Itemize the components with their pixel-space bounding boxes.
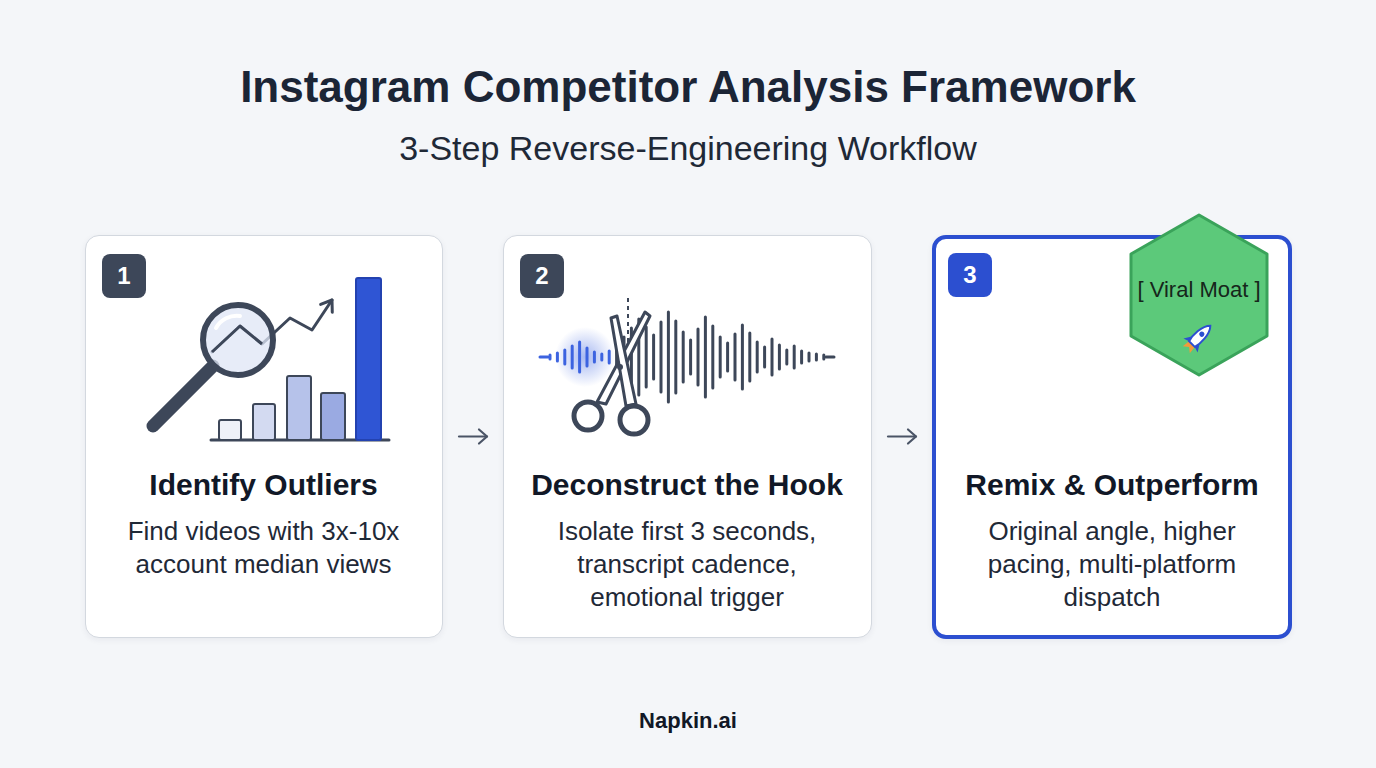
waveform-tail [826,356,834,359]
waveform-bar [645,327,648,387]
waveform-bar [741,325,744,389]
scissor-pivot [617,364,623,370]
cut-line [627,298,629,345]
watermark: Napkin.ai [0,708,1376,734]
step-title: Remix & Outperform [936,465,1288,505]
rocket-flame [1183,341,1196,354]
step-title: Identify Outliers [86,465,441,505]
waveform-bar [593,352,596,362]
step-description: Find videos with 3x-10x account median v… [99,515,429,581]
step-description: Original angle, higher pacing, multi-pla… [947,515,1277,614]
rocket-body [1188,322,1214,348]
scissors-icon [574,298,650,434]
magnifier-icon [153,305,273,426]
magnifier-handle [153,366,213,426]
magnifier-lens [203,305,273,375]
step-badge: 2 [520,254,564,298]
waveform-bar [586,348,589,366]
waveform-bar [652,335,655,379]
rocket-window [1198,330,1205,337]
trend-line [212,326,262,352]
waveform-bar [623,337,626,377]
waveform-bar [637,319,640,395]
waveform-bar [563,350,566,364]
waveform-bar [778,345,781,369]
chart-bar [287,376,311,440]
step-description: Isolate first 3 seconds, transcript cade… [522,515,852,614]
waveform-bar [800,351,803,363]
waveform-bar [756,342,759,372]
waveform-icon [540,312,834,402]
waveform-bar [711,326,714,388]
waveform-bar [771,339,774,375]
chart-bar [253,404,275,440]
step-badge: 1 [102,254,146,298]
step-number: 3 [948,253,992,297]
bar-chart-icon [211,278,389,440]
waveform-bar [689,340,692,374]
step-card: Identify OutliersFind videos with 3x-10x… [85,235,443,638]
waveform-bar [630,328,633,386]
waveform-tail [540,356,548,359]
waveform-bar [578,342,581,372]
waveform-bar [556,353,559,361]
waveform-glow [555,327,615,387]
waveform-bar [674,321,677,393]
waveform-bar [549,355,552,359]
trend-line [212,300,332,352]
waveform-bar [748,333,751,381]
scissor-blade [611,316,636,406]
step-title: Deconstruct the Hook [504,465,870,505]
rocket-fin [1183,333,1203,353]
waveform-bar [704,317,707,397]
chart-axis [211,439,389,442]
waveform-bar [822,355,825,359]
rocket-icon [1179,319,1217,357]
chart-bar [321,393,345,440]
scissor-handle [574,402,602,430]
waveform-bar [697,329,700,385]
step-card: Deconstruct the HookIsolate first 3 seco… [503,235,872,638]
flow-arrow [459,435,487,437]
badge-label: [ Viral Moat ] [1127,276,1271,304]
waveform-bar [734,334,737,380]
step-number: 2 [520,254,564,298]
diagram-subtitle: 3-Step Reverse-Engineering Workflow [0,128,1376,169]
waveform-bar [793,346,796,368]
flow-arrow [888,435,916,437]
waveform-bar [808,353,811,361]
step-badge: 3 [948,253,992,297]
waveform-bar [785,350,788,364]
chart-bar [219,420,241,440]
step-card: Remix & OutperformOriginal angle, higher… [932,235,1292,639]
waveform-bar [600,354,603,360]
waveform-bar [682,332,685,382]
step-number: 1 [102,254,146,298]
diagram-title: Instagram Competitor Analysis Framework [0,60,1376,113]
scissor-handle [620,406,648,434]
lens-shine [216,316,240,328]
waveform-bar [815,354,818,360]
waveform-bar [726,343,729,371]
waveform-bar [763,347,766,367]
scissor-blade [597,312,650,404]
waveform-bar [660,322,663,392]
waveform-bar [615,344,618,370]
hexagon-badge: [ Viral Moat ] [1127,212,1271,378]
waveform-bar [571,346,574,368]
waveform-bar [608,351,611,363]
waveform-bar [719,337,722,377]
chart-bar [356,278,381,440]
waveform-bar [667,312,670,402]
